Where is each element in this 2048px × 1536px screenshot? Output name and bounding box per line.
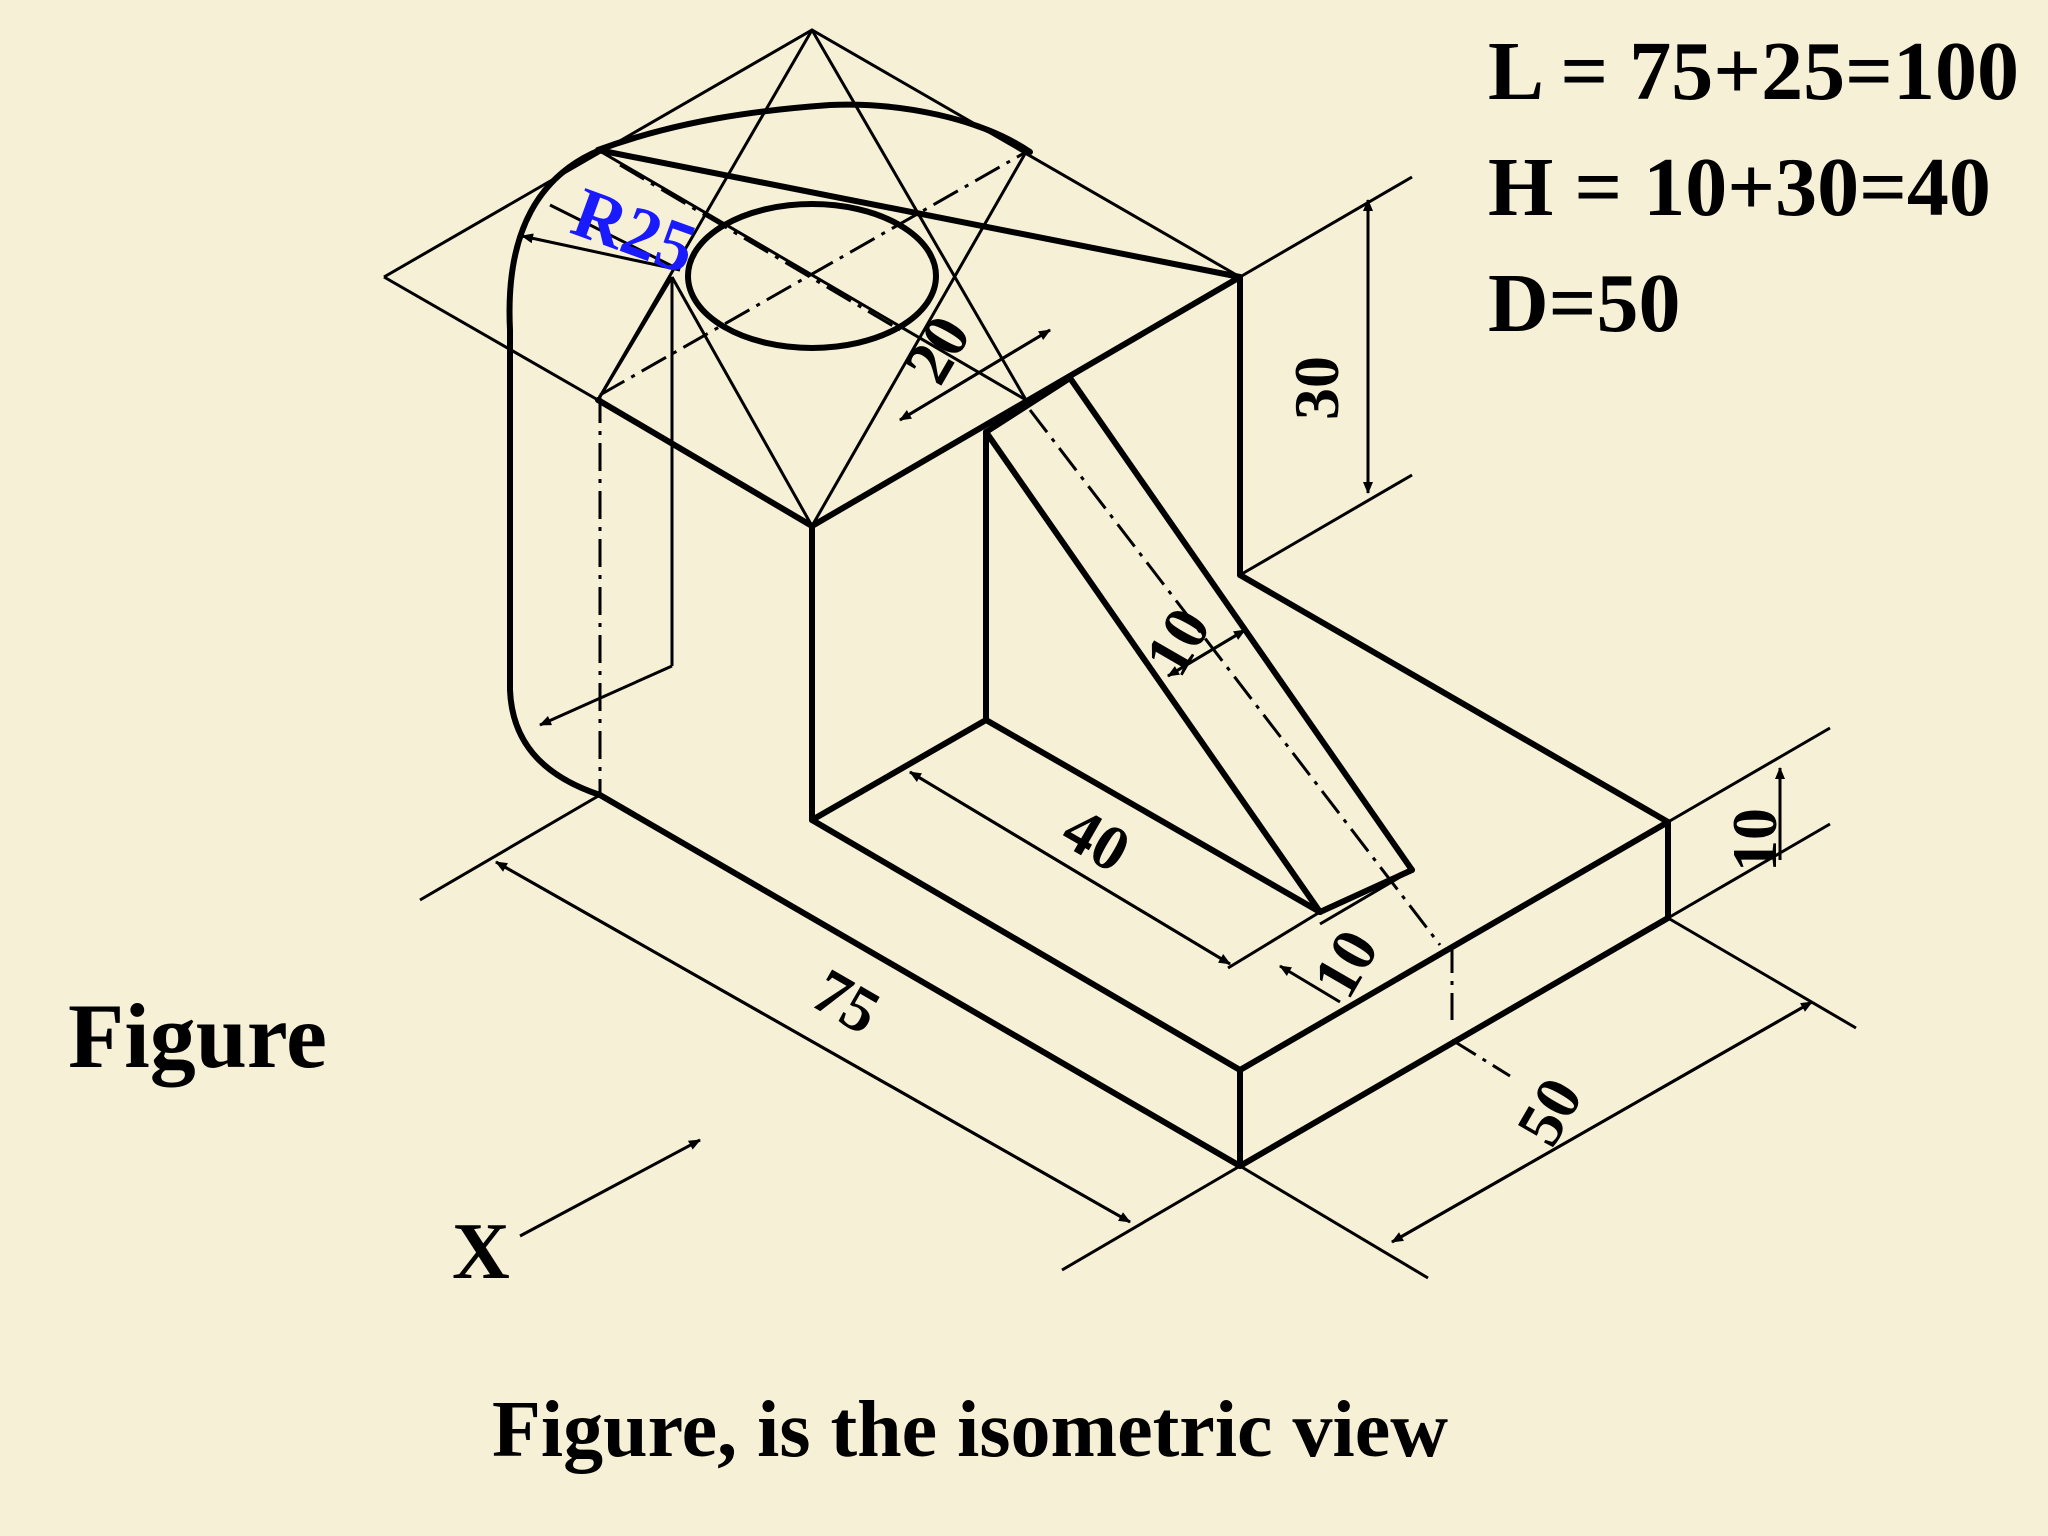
dim-rib-width: 10 <box>1131 596 1224 687</box>
dim-width: 50 <box>1503 1066 1596 1157</box>
dim-base-thickness: 10 <box>1719 808 1790 872</box>
caption: Figure, is the isometric view <box>492 1386 1449 1474</box>
formula-height: H = 10+30=40 <box>1488 141 1991 234</box>
dimension-lines <box>495 199 1813 1244</box>
dim-slot-depth: 40 <box>1051 793 1142 886</box>
dim-length: 75 <box>801 955 892 1048</box>
formula-length: L = 75+25=100 <box>1488 25 2019 118</box>
view-direction-label: X <box>452 1208 510 1296</box>
dim-rib-base-width: 10 <box>1299 918 1392 1009</box>
dim-hole-diameter: 20 <box>891 304 984 395</box>
dim-upright-height: 30 <box>1281 356 1352 420</box>
formula-depth: D=50 <box>1488 257 1681 350</box>
dim-radius: R25 <box>563 172 707 290</box>
center-lines <box>598 150 1511 1078</box>
figure-label: Figure <box>68 985 327 1087</box>
extension-lines <box>419 175 1857 1280</box>
